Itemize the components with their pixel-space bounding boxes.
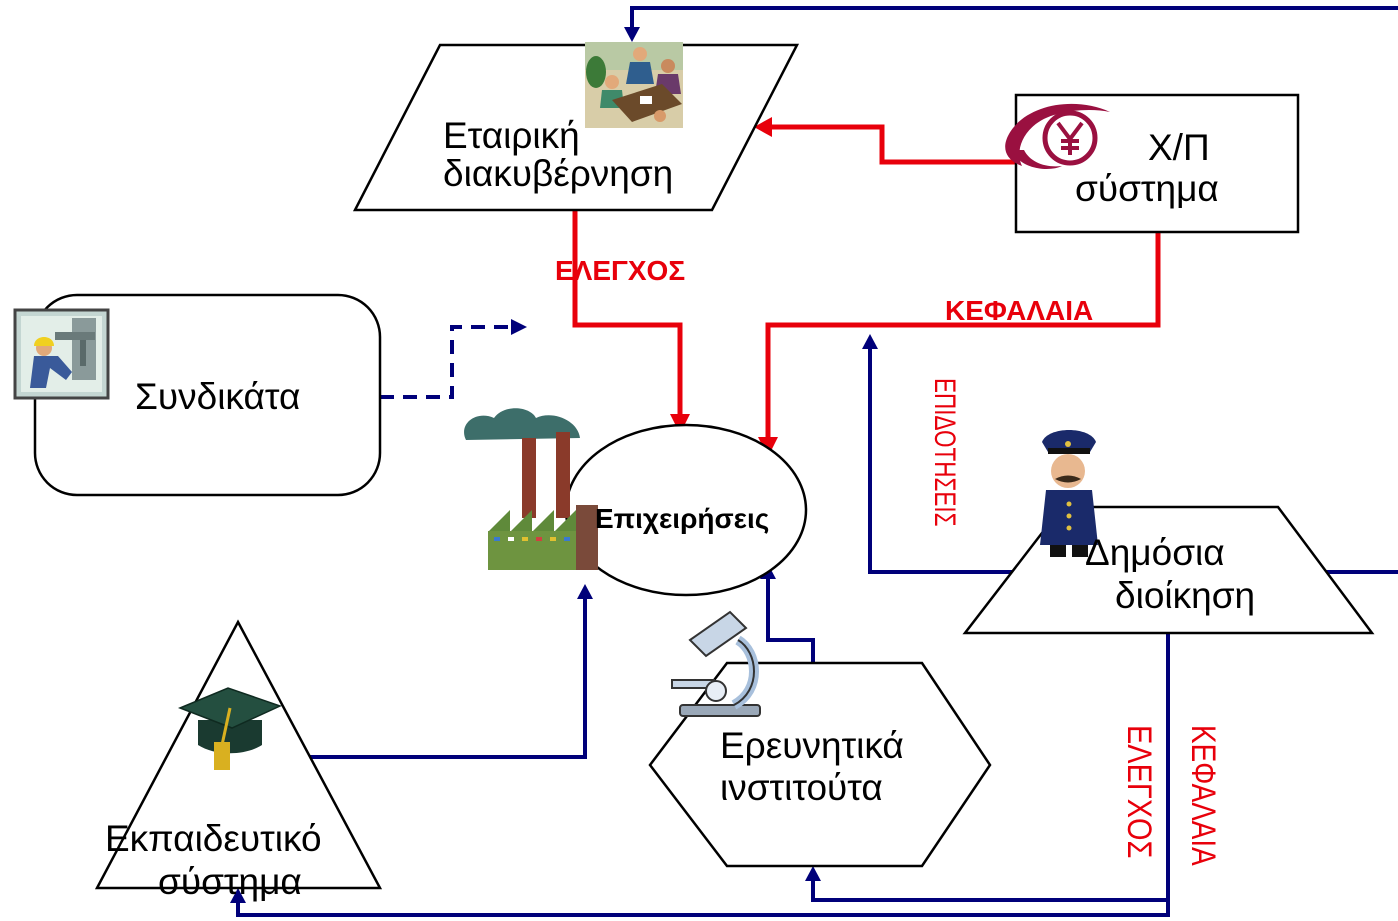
public-administration-label-line1: Δημόσια <box>1085 532 1225 573</box>
dashed-flow-unions <box>380 325 512 399</box>
arrowhead-governance-right <box>754 117 772 137</box>
research-institutes-label-line2: ινστιτούτα <box>720 767 883 808</box>
flow-label-subsidies: ΕΠΙΔΟΤΗΣΕΙΣ <box>928 378 962 527</box>
factory-icon <box>464 408 598 570</box>
flow-label-capital-bottom: ΚΕΦΑΛΑΙΑ <box>1184 725 1222 866</box>
financial-system-label-line1: Χ/Π <box>1148 127 1210 168</box>
unions-label: Συνδικάτα <box>135 376 300 417</box>
businesses-label: Επιχειρήσεις <box>595 503 769 534</box>
navy-flow-public-admin-to-education <box>236 633 1170 917</box>
arrowhead-unions <box>511 319 527 335</box>
financial-system-label-line2: σύστημα <box>1075 168 1219 209</box>
arrowhead-businesses-education <box>577 584 593 599</box>
arrowhead-education <box>230 888 246 903</box>
red-flow-control-to-businesses <box>572 210 683 415</box>
police-officer-icon <box>1040 430 1098 557</box>
microscope-icon <box>671 610 761 717</box>
navy-flow-public-admin-to-research <box>811 880 1168 902</box>
corporate-governance-label-line2: διακυβέρνηση <box>443 153 673 194</box>
education-system-shape <box>94 619 383 890</box>
flow-label-control-bottom: ΕΛΕΓΧΟΣ <box>1120 725 1159 858</box>
flow-label-capital-top: ΚΕΦΑΛΑΙΑ <box>945 295 1093 326</box>
red-flow-finance-to-governance <box>771 124 1016 165</box>
yen-coin-icon <box>1005 103 1110 169</box>
corporate-governance-label-line1: Εταιρική <box>443 115 580 156</box>
navy-flow-subsidies <box>868 348 1012 574</box>
arrowhead-research <box>805 866 821 881</box>
graduation-cap-icon <box>177 687 283 770</box>
arrowhead-subsidies <box>862 334 878 349</box>
red-flow-capital-to-businesses <box>765 232 1161 438</box>
meeting-icon <box>585 42 683 128</box>
education-system-label-line1: Εκπαιδευτικό <box>105 818 322 859</box>
flow-label-control-top: ΕΛΕΓΧΟΣ <box>555 255 685 286</box>
navy-flow-top-to-governance <box>630 6 1398 28</box>
navy-flow-research-to-businesses <box>766 578 815 663</box>
navy-flow-education-to-businesses <box>310 598 587 759</box>
education-system-label-line2: σύστημα <box>158 861 302 902</box>
factory-worker-icon <box>13 308 110 400</box>
research-institutes-label-line1: Ερευνητικά <box>720 725 904 766</box>
arrowhead-governance-top <box>624 27 640 42</box>
public-administration-label-line2: διοίκηση <box>1115 575 1255 616</box>
